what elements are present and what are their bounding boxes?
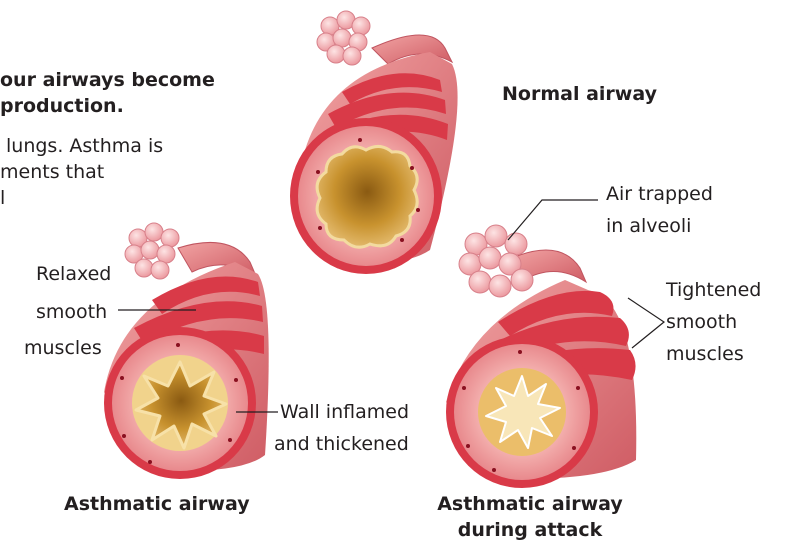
air-trapped-label-line2: in alveoli (606, 214, 691, 238)
attack-airway-cross-section (446, 336, 598, 488)
asthmatic-alveoli-cluster (125, 223, 179, 279)
tightened-muscles-bracket (628, 298, 664, 348)
normal-airway-illustration (290, 11, 458, 274)
normal-airway-label: Normal airway (502, 82, 657, 106)
attack-airway-label-line2: during attack (430, 518, 630, 542)
normal-airway-cross-section (290, 118, 442, 274)
asthmatic-airway-label: Asthmatic airway (64, 492, 250, 516)
relaxed-muscles-label-line1: Relaxed (36, 262, 111, 286)
wall-inflamed-label-line2: and thickened (274, 432, 409, 456)
tightened-muscles-label-line2: smooth (666, 310, 737, 334)
attack-airway-illustration (446, 225, 636, 488)
tightened-muscles-label-line3: muscles (666, 342, 744, 366)
relaxed-muscles-label-line2: smooth (36, 300, 107, 324)
air-trapped-label-line1: Air trapped (606, 182, 713, 206)
tightened-muscles-label-line1: Tightened (666, 278, 761, 302)
normal-alveoli-cluster (317, 11, 370, 65)
asthmatic-airway-cross-section (104, 327, 256, 479)
attack-airway-label-line1: Asthmatic airway (430, 492, 630, 516)
wall-inflamed-label-line1: Wall inflamed (280, 400, 409, 424)
relaxed-muscles-label-line3: muscles (24, 336, 102, 360)
asthmatic-airway-illustration (104, 223, 269, 479)
